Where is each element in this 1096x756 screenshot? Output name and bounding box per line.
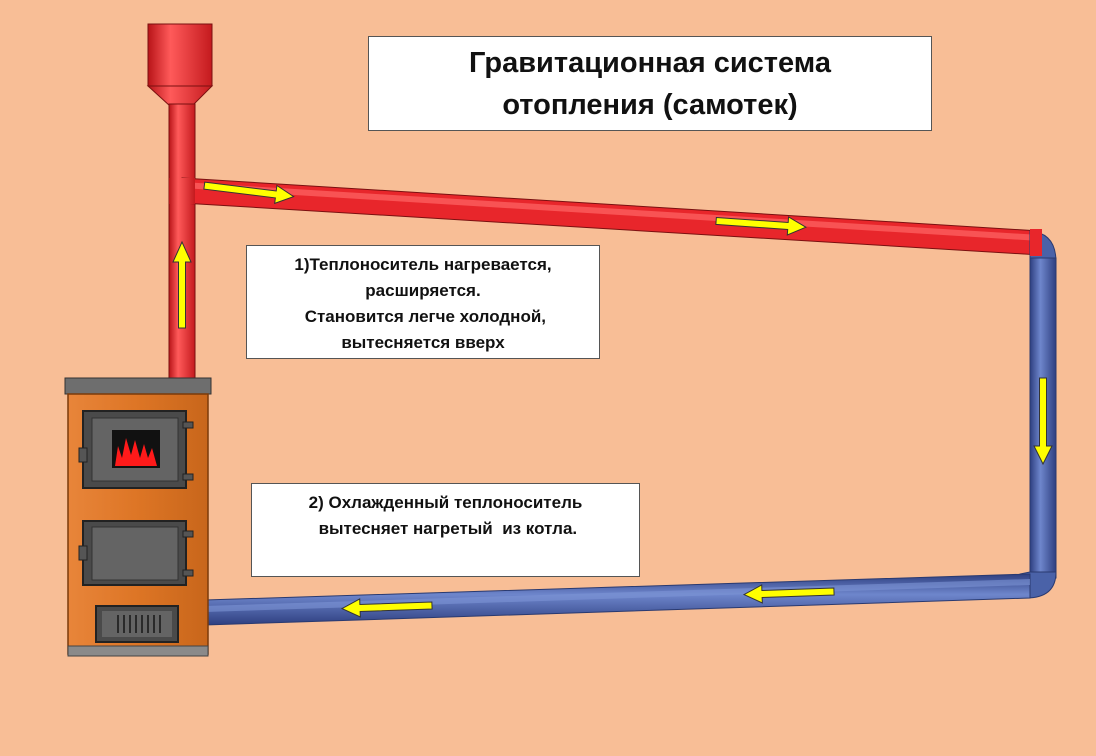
draft-grate — [95, 605, 179, 643]
note-heating: 1)Теплоноситель нагревается, расширяется… — [246, 245, 600, 359]
arrow-left-icon — [340, 598, 433, 618]
note-cooling-line-2: вытесняет нагретый из котла. — [313, 519, 578, 538]
firebox-door — [78, 410, 194, 489]
flame-icon — [115, 438, 157, 466]
note-heating-line-2: расширяется. — [365, 281, 481, 300]
ash-door — [78, 520, 194, 586]
title-line-1: Гравитационная система — [469, 47, 831, 79]
title-line-2: отопления (самотек) — [502, 89, 798, 121]
expansion-tank — [146, 23, 214, 107]
note-heating-line-3: Становится легче холодной, — [299, 307, 547, 326]
arrow-right-icon — [715, 216, 808, 236]
hot-supply-pipe — [181, 177, 1041, 256]
arrow-up-icon — [172, 240, 192, 329]
arrow-right-icon — [203, 181, 295, 205]
boiler — [64, 377, 212, 657]
title-box: Гравитационная система отопления (самоте… — [368, 36, 932, 131]
arrow-down-icon — [1033, 377, 1053, 466]
cold-return-riser-pipe — [1029, 257, 1057, 579]
note-heating-line-4: вытесняется вверх — [341, 333, 505, 352]
arrow-left-icon — [742, 584, 835, 604]
note-heating-line-1: 1)Теплоноситель нагревается, — [294, 255, 552, 274]
cold-return-pipe — [204, 573, 1031, 626]
note-cooling: 2) Охлажденный теплоноситель вытесняет н… — [251, 483, 640, 577]
note-cooling-line-1: 2) Охлажденный теплоноситель — [308, 493, 583, 512]
